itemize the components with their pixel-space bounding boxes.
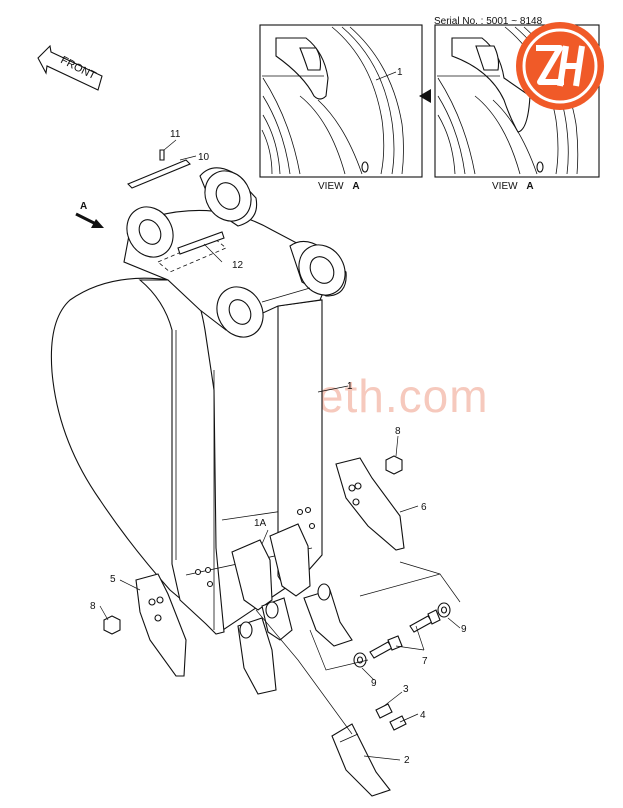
pin-part-11: [159, 149, 165, 161]
front-arrow-icon: FRONT: [37, 44, 103, 91]
callout-10: 10: [198, 152, 210, 163]
side-cutter-left: [135, 573, 187, 677]
callout-9-lower: 9: [371, 678, 377, 689]
callout-4: 4: [420, 710, 426, 721]
bolt-lower: [369, 635, 403, 659]
view-a-detail-1-drawing: [261, 26, 404, 175]
view-indicator-arrow-icon: [419, 89, 431, 103]
callout-view-part-1: 1: [397, 67, 403, 78]
bolt-upper: [409, 609, 441, 633]
callout-7: 7: [422, 656, 428, 667]
pin-part-10: [127, 159, 191, 189]
view-caption-letter: A: [352, 181, 359, 192]
callout-3: 3: [403, 684, 409, 695]
pin-part-12: [177, 231, 225, 255]
side-cutter-right: [335, 457, 405, 551]
view-caption-letter: A: [526, 181, 533, 192]
callout-11: 11: [170, 129, 181, 140]
callout-6: 6: [421, 502, 427, 513]
adapters: [231, 523, 353, 695]
nut-left: [103, 615, 121, 635]
callout-8-right: 8: [395, 426, 401, 437]
callout-8-left: 8: [90, 601, 96, 612]
view-arrow-label: A: [80, 201, 87, 212]
view-a-caption-2: VIEW A: [492, 181, 534, 192]
view-caption-text: VIEW: [492, 181, 518, 192]
callout-12: 12: [232, 260, 244, 271]
washer-lower: [353, 652, 367, 668]
serial-number: Serial No. : 5001 ~ 8148: [434, 16, 543, 27]
callout-1: 1: [347, 381, 353, 392]
zh-logo: [516, 22, 604, 110]
callout-1a: 1A: [254, 518, 267, 529]
callout-9-upper: 9: [461, 624, 467, 635]
nut-right: [385, 455, 403, 475]
pin-part-3: [375, 703, 393, 719]
lock-part-4: [389, 715, 407, 731]
callout-2: 2: [404, 755, 410, 766]
view-a-caption-1: VIEW A: [318, 181, 360, 192]
tooth-part-2: [331, 723, 391, 797]
callout-5: 5: [110, 574, 116, 585]
view-a-panel-1: 1 VIEW A: [259, 24, 423, 192]
view-caption-text: VIEW: [318, 181, 344, 192]
view-a-arrow-icon: A: [75, 201, 104, 228]
washer-upper: [437, 602, 451, 618]
